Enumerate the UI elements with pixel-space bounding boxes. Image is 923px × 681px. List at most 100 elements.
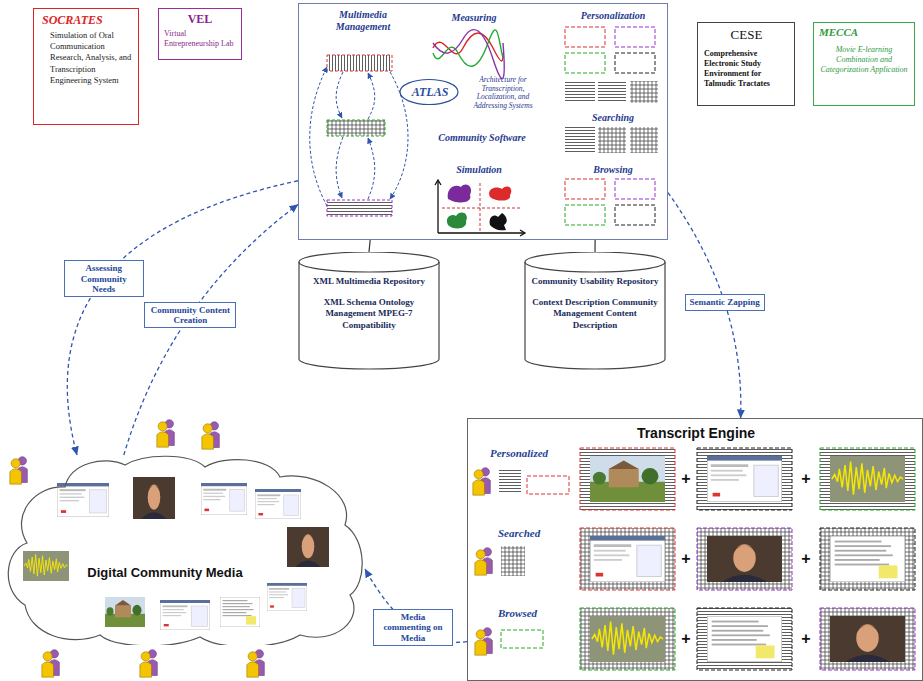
use-shape [475, 548, 493, 576]
node-text: Browsed [498, 607, 578, 619]
rect-shape [820, 608, 915, 670]
path-shape [490, 213, 507, 230]
use-shape [57, 483, 109, 517]
text-placement: Personalized [490, 447, 580, 459]
text-placement: Multimedia Management [313, 9, 413, 33]
use-shape [830, 536, 905, 582]
path-shape [299, 252, 439, 369]
use-shape [473, 468, 491, 496]
path-shape [368, 138, 375, 199]
edge-label-box: Semantic Zapping [685, 294, 765, 310]
architecture-box: Multimedia Management Measuring Personaliz… [298, 3, 668, 240]
label-placement: + [676, 549, 696, 569]
path-shape [489, 187, 511, 201]
node-text: Searched [498, 527, 578, 539]
label-placement: + [676, 629, 696, 649]
path-shape [525, 252, 665, 369]
edge-label: Community Content Creation [149, 305, 231, 326]
text-placement: Browsed [498, 607, 578, 619]
path-shape [442, 183, 520, 231]
transcript-panel: Transcript EnginePersonalizedSearchedBro… [467, 418, 923, 681]
node-title: Community Usability Repository [530, 276, 660, 287]
rect-shape [598, 127, 626, 153]
path-shape [390, 72, 408, 199]
node-title: SOCRATES [42, 13, 133, 27]
edge-label: Media commenting on Media [378, 612, 448, 643]
use-shape [475, 628, 493, 656]
use-shape [133, 477, 175, 519]
use-shape [157, 420, 175, 448]
rect-shape [697, 608, 792, 670]
use-shape [255, 489, 301, 519]
text-placement: Architecture for Transcription, Localiza… [462, 76, 544, 111]
node-text: XML Schema Ontology Management MPEG-7 Co… [304, 297, 434, 332]
repository-cylinder: Community Usability RepositoryContext De… [524, 252, 666, 370]
rect-shape [565, 205, 605, 225]
rect-shape [565, 81, 595, 103]
edge-label-box: Media commenting on Media [373, 609, 453, 646]
plus-sign: + [796, 629, 816, 649]
path-shape [368, 73, 375, 119]
text-placement: Searched [498, 527, 578, 539]
text-placement: Digital Community Media [65, 565, 265, 580]
use-shape [590, 456, 665, 502]
text-placement: Transcript Engine [596, 425, 796, 441]
use-shape [23, 551, 69, 581]
g-shape [580, 608, 915, 670]
use-shape [830, 456, 905, 502]
rect-shape [820, 448, 915, 510]
rect-shape [615, 53, 655, 73]
use-shape [707, 536, 782, 582]
node-title: VEL [164, 12, 236, 26]
node-text: ATLAS [407, 86, 453, 99]
path-shape [525, 262, 665, 272]
rect-shape [580, 608, 675, 670]
node-text: Simulation [429, 164, 529, 176]
plus-sign: + [676, 469, 696, 489]
project-box: VELVirtual Entrepreneurship Lab [158, 8, 242, 60]
text-placement: Measuring [429, 12, 519, 24]
text-placement: Simulation [429, 164, 529, 176]
text-placement: Personalization [561, 10, 665, 22]
edge-label: Assessing Community Needs [69, 263, 139, 294]
community-people [10, 420, 264, 678]
label-placement: + [796, 629, 816, 649]
use-shape [707, 456, 782, 502]
rect-shape [615, 27, 655, 47]
node-text: Community Software [417, 132, 547, 144]
use-shape [220, 597, 260, 627]
use-shape [160, 600, 210, 630]
node-title: CESE [704, 27, 789, 43]
node-text: Measuring [429, 12, 519, 24]
plus-sign: + [676, 629, 696, 649]
rect-shape [565, 27, 605, 47]
rect-shape [565, 127, 595, 153]
repository-cylinder: XML Multimedia RepositoryXML Schema Onto… [298, 252, 440, 370]
node-title: MECCA [819, 26, 909, 39]
label-placement: + [676, 469, 696, 489]
rect-shape [501, 630, 543, 648]
node-text: Movie E-learning Combination and Categor… [819, 45, 909, 75]
path-shape [310, 67, 327, 206]
use-shape [42, 650, 60, 678]
ellipse-shape [400, 80, 458, 105]
connector [369, 240, 370, 252]
edge-label-box: Assessing Community Needs [64, 260, 144, 297]
project-box: MECCA Movie E-learning Combination and Ca… [813, 22, 915, 106]
node-title: Digital Community Media [65, 565, 265, 580]
node-text: Architecture for Transcription, Localiza… [462, 76, 544, 111]
rect-shape [580, 448, 675, 510]
use-shape [267, 583, 307, 611]
node-text: Comprehensive Electronic Study Environme… [704, 49, 789, 89]
path-shape [438, 181, 524, 233]
text-placement: Searching [561, 112, 665, 124]
cloud-thumbnails [23, 477, 329, 630]
node-title: XML Multimedia Repository [304, 276, 434, 287]
rect-shape [527, 476, 569, 494]
path-shape [336, 72, 343, 118]
text-placement: ATLAS [407, 86, 453, 99]
rect-shape [697, 528, 792, 590]
use-shape [105, 597, 145, 627]
text-placement: Browsing [561, 164, 665, 176]
